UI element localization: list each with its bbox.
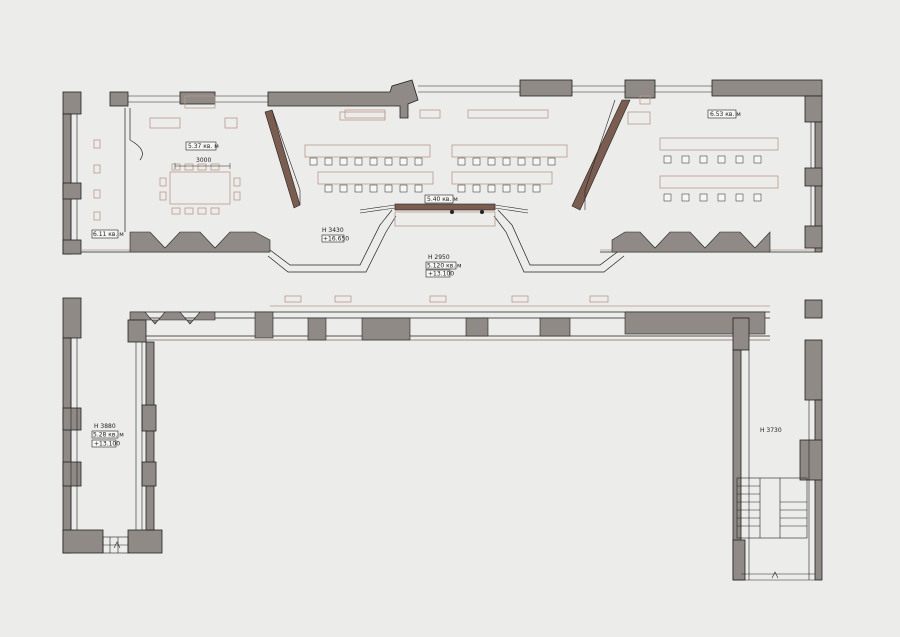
podium-steps <box>359 203 529 214</box>
dimension-line <box>174 163 231 169</box>
corridor-height-label: H 3430 <box>322 227 344 234</box>
room-labels: 5.37 кв. м 3000 6.11 кв. м H 3430 +16.65… <box>91 109 782 448</box>
hall-chairs <box>309 157 556 193</box>
conference-area-label: 5.37 кв. м <box>188 143 219 150</box>
corridor-benches <box>184 95 609 303</box>
right-wing-lines <box>741 350 815 581</box>
diagonal-partitions <box>264 99 631 211</box>
classroom-area-label: 6.53 кв. м <box>710 111 741 118</box>
corridor-level-label: +16.650 <box>323 236 349 243</box>
sawtooth-walls <box>129 231 771 341</box>
left-wing-area-label: 5.28 кв. м <box>93 432 124 439</box>
hall-desks <box>304 109 568 227</box>
window-lines <box>70 85 812 240</box>
conference-dimension-label: 3000 <box>196 157 211 164</box>
right-wing-height-label: H 3730 <box>760 427 782 434</box>
hall-height-label: H 2950 <box>428 254 450 261</box>
left-wing-level-label: +13.100 <box>94 441 120 448</box>
stair <box>736 477 808 539</box>
hall-podium-area-label: 5.40 кв. м <box>427 196 458 203</box>
hall-level-label: +13.100 <box>428 271 454 278</box>
conference-table <box>93 117 241 221</box>
podium-dots <box>450 210 484 214</box>
classroom-chairs <box>663 155 762 202</box>
hall-area-label: 5.120 кв. м <box>427 263 462 270</box>
classroom-desks <box>627 95 779 189</box>
partition-outlines <box>271 99 616 210</box>
office-area-label: 6.11 кв. м <box>93 231 124 238</box>
break-markers <box>113 541 779 579</box>
right-wing-walls <box>732 299 823 581</box>
left-wing-lines <box>70 338 143 554</box>
exterior-walls <box>62 79 823 255</box>
left-wing-walls <box>62 297 163 554</box>
left-wing-height-label: H 3880 <box>94 423 116 430</box>
